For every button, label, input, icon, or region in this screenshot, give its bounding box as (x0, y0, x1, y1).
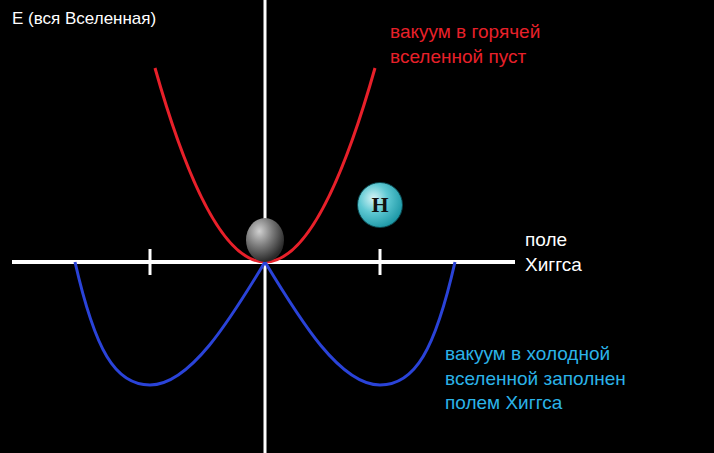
particle-symbol: H (371, 192, 388, 218)
cold-vacuum-note: вакуум в холодной вселенной заполнен пол… (445, 342, 680, 416)
axis-title: E (вся Вселенная) (12, 8, 272, 30)
hot-potential-curve (155, 68, 375, 262)
higgs-particle: H (357, 182, 403, 228)
axis-tick (149, 249, 152, 275)
hot-vacuum-note: вакуум в горячей вселенной пуст (390, 20, 590, 69)
ball (246, 218, 284, 262)
axis-tick (379, 249, 382, 275)
cold-potential-curve (75, 262, 455, 385)
axis-label: поле Хиггса (525, 228, 603, 277)
